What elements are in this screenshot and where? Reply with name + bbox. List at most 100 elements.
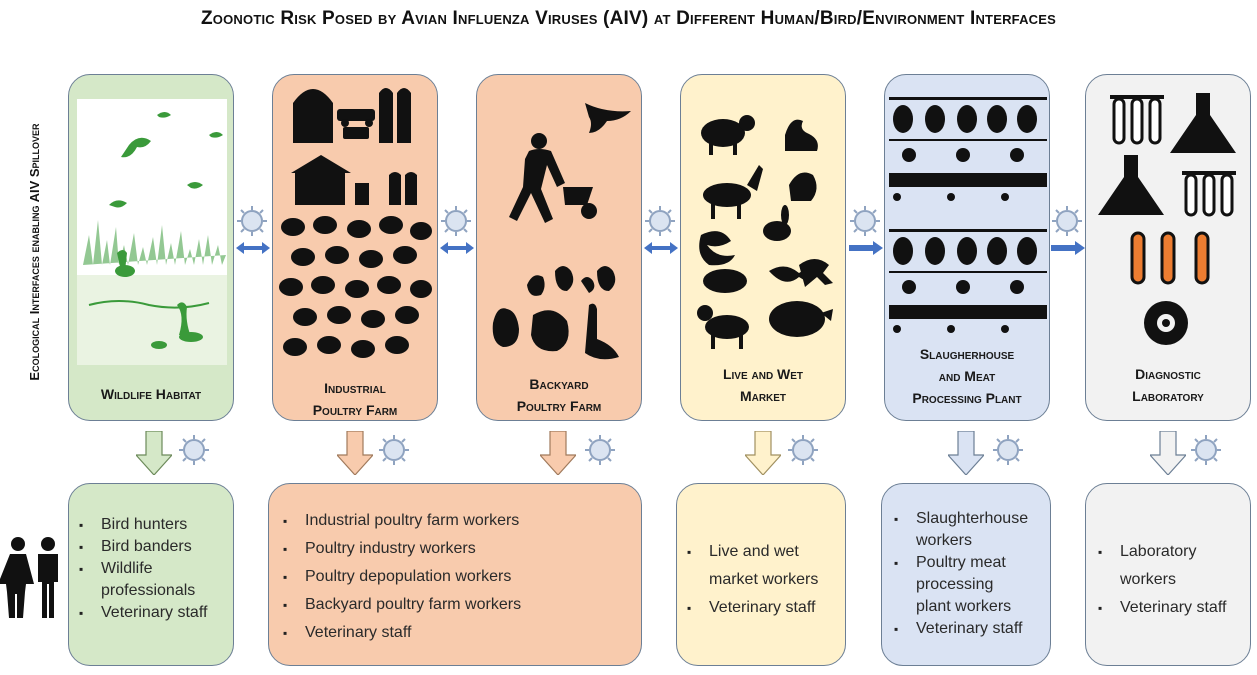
market-animals-icon [697,115,833,349]
virus-icon [1052,206,1082,236]
virus-icon [645,206,675,236]
item-line: processing [916,576,994,593]
label-line: Live and Wet [722,366,804,382]
list-item: Poultry industry workers [279,538,521,560]
list-item: Wildlife professionals [75,558,207,602]
people-icon [0,537,58,618]
list-item: Veterinary staff [683,594,818,622]
card-live-wet-market: Live and Wet Market [680,74,846,421]
list-item: Industrial poultry farm workers [279,510,521,532]
occupations-wildlife: Bird hunters Bird banders Wildlife profes… [68,483,234,666]
list-item: Live and wet market workers [683,538,818,594]
item-line: Veterinary staff [1120,599,1227,616]
double-arrow-icon [644,242,678,254]
item-line: Bird banders [101,538,192,555]
double-arrow-icon [440,242,474,254]
virus-icon [179,435,209,465]
right-arrow-icon [849,241,883,255]
down-arrow-icon [948,431,984,475]
virus-icon [237,206,267,236]
item-line: Laboratory [1120,543,1197,560]
item-line: Live and wet [709,543,799,560]
list-item: Poultry depopulation workers [279,566,521,588]
label-line: Market [739,388,787,404]
wildlife-scene-icon [77,99,227,365]
side-label: Ecological Interfaces enabling AIV Spill… [27,123,42,381]
occupations-market: Live and wet market workers Veterinary st… [676,483,846,666]
list-item: Backyard poultry farm workers [279,594,521,616]
virus-icon [1191,435,1221,465]
item-line: Slaughterhouse [916,510,1029,527]
card-industrial-poultry-farm: Industrial Poultry Farm [272,74,438,421]
item-line: plant workers [916,598,1012,615]
item-line: Veterinary staff [101,604,208,621]
list-item: Bird banders [75,536,207,558]
label-line: Poultry Farm [312,402,398,418]
down-arrow-icon [337,431,373,475]
backyard-farm-icon [492,103,631,360]
down-arrow-icon [136,431,172,475]
occupations-poultry-farms: Industrial poultry farm workers Poultry … [268,483,642,666]
card-label: Backyard Poultry Farm [477,373,641,417]
label-line: Processing Plant [912,390,1022,406]
item-line: Wildlife [101,560,153,577]
virus-icon [441,206,471,236]
list-item: Veterinary staff [1094,594,1226,622]
virus-icon [850,206,880,236]
card-label: Industrial Poultry Farm [273,377,437,421]
virus-icon [993,435,1023,465]
item-line: Bird hunters [101,516,188,533]
card-label: Live and Wet Market [681,363,845,407]
item-line: Veterinary staff [305,624,412,641]
industrial-farm-icon [279,88,432,358]
card-label: Wildlife Habitat [69,383,233,405]
occupations-slaughterhouse: Slaughterhouse workers Poultry meat proces… [881,483,1051,666]
label-line: Slaugherhouse [919,346,1015,362]
page-title: Zoonotic Risk Posed by Avian Influenza V… [201,8,1056,29]
virus-icon [788,435,818,465]
card-wildlife-habitat: Wildlife Habitat [68,74,234,421]
list-item: Laboratory workers [1094,538,1226,594]
list-item: Poultry meat processing plant workers [890,552,1028,618]
card-slaughterhouse: Slaugherhouse and Meat Processing Plant [884,74,1050,421]
virus-icon [585,435,615,465]
double-arrow-icon [236,242,270,254]
item-line: professionals [101,582,196,599]
item-line: Veterinary staff [709,599,816,616]
label-line: Backyard [529,376,589,392]
item-line: Poultry meat [916,554,1006,571]
list-item: Veterinary staff [75,602,207,624]
card-label: Slaugherhouse and Meat Processing Plant [885,343,1049,409]
label-line: Wildlife Habitat [100,386,202,402]
item-line: Poultry depopulation workers [305,568,512,585]
card-label: Diagnostic Laboratory [1086,363,1250,407]
lab-equipment-icon [1098,93,1236,345]
occupations-laboratory: Laboratory workers Veterinary staff [1085,483,1251,666]
virus-icon [379,435,409,465]
item-line: Industrial poultry farm workers [305,512,520,529]
list-item: Veterinary staff [890,618,1028,640]
down-arrow-icon [745,431,781,475]
item-line: workers [1120,571,1177,588]
item-line: Backyard poultry farm workers [305,596,522,613]
item-line: workers [916,532,973,549]
label-line: Laboratory [1132,388,1204,404]
right-arrow-icon [1051,241,1085,255]
down-arrow-icon [1150,431,1186,475]
chicken-flock-icon [279,216,432,358]
list-item: Slaughterhouse workers [890,508,1028,552]
list-item: Bird hunters [75,514,207,536]
label-line: Industrial [324,380,386,396]
item-line: Veterinary staff [916,620,1023,637]
card-diagnostic-laboratory: Diagnostic Laboratory [1085,74,1251,421]
list-item: Veterinary staff [279,622,521,644]
label-line: Diagnostic [1135,366,1201,382]
processing-line-icon [889,97,1047,333]
item-line: Poultry industry workers [305,540,476,557]
card-backyard-poultry-farm: Backyard Poultry Farm [476,74,642,421]
label-line: and Meat [938,368,996,384]
label-line: Poultry Farm [516,398,602,414]
down-arrow-icon [540,431,576,475]
item-line: market workers [709,571,819,588]
biohazard-icon [1144,301,1188,345]
